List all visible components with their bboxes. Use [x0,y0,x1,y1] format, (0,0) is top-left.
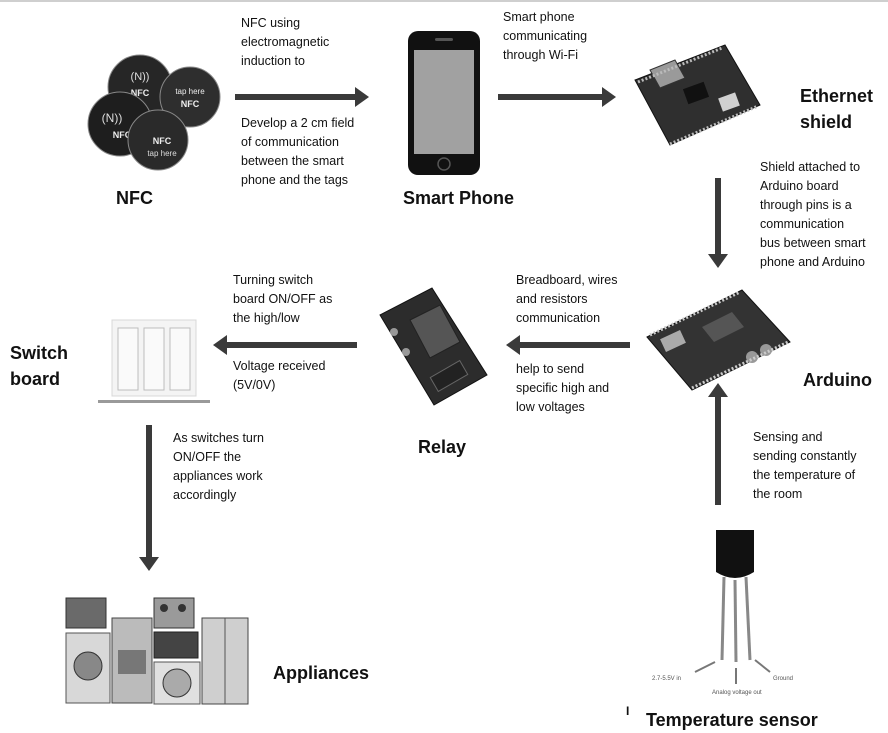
arrow-switch-to-appliances [139,425,159,571]
temperature-sensor-image: 2.7-5.5V in Analog voltage out Ground [640,522,800,707]
svg-text:NFC: NFC [113,130,132,140]
nfc-tag: NFC tap here [127,109,189,171]
arduino-label: Arduino [803,370,872,390]
note-voltages: help to send specific high and low volta… [516,362,610,414]
note-sensing: Sensing and sending constantly the tempe… [753,430,857,501]
switch-board-image [98,312,210,408]
note-phone-wifi: Smart phone communicating through Wi-Fi [503,10,588,62]
svg-text:Analog voltage out: Analog voltage out [712,690,762,696]
note-turning-switch: Turning switch board ON/OFF as the high/… [233,273,333,325]
nfc-tag: tap here NFC [159,66,221,128]
ethernet-shield-image [630,40,765,150]
nfc-tags-image: (N)) NFC tap here NFC (N)) NFC NFC tap h… [80,52,230,172]
switch-board-label: Switch board [10,343,69,389]
svg-text:(N)): (N)) [102,111,123,125]
svg-text:2.7-5.5V in: 2.7-5.5V in [652,676,681,682]
note-breadboard: Breadboard, wires and resistors communic… [516,273,618,325]
arrow-relay-to-switch [213,335,357,355]
svg-text:NFC: NFC [153,136,172,146]
svg-text:(N)): (N)) [131,71,150,83]
stray-mark: I [626,704,630,718]
appliances-image [62,588,252,708]
smart-phone-image [407,30,481,176]
svg-text:tap here: tap here [175,87,205,96]
arrow-shield-to-arduino [708,178,728,268]
svg-text:Ground: Ground [773,676,793,682]
arrow-phone-to-shield [498,87,616,107]
top-border-line [0,0,888,2]
note-voltage-received: Voltage received (5V/0V) [233,359,326,392]
relay-image [372,280,492,410]
svg-text:tap here: tap here [147,149,177,158]
note-nfc-induction: NFC using electromagnetic induction to [241,16,330,68]
relay-label: Relay [418,437,467,457]
arrow-arduino-to-relay [506,335,630,355]
svg-text:NFC: NFC [131,88,150,98]
note-shield-bus: Shield attached to Arduino board through… [760,160,866,269]
arrow-sensor-to-arduino [708,383,728,505]
smart-phone-label: Smart Phone [403,188,515,208]
ethernet-shield-label: Ethernet shield [800,86,874,132]
nfc-label: NFC [116,188,153,208]
svg-text:NFC: NFC [181,99,200,109]
arduino-image [642,282,792,392]
appliances-label: Appliances [273,663,370,683]
note-switches-turn: As switches turn ON/OFF the appliances w… [173,431,265,502]
note-nfc-field: Develop a 2 cm field of communication be… [241,116,355,187]
temperature-sensor-label: Temperature sensor [646,710,818,730]
arrow-nfc-to-phone [235,87,369,107]
